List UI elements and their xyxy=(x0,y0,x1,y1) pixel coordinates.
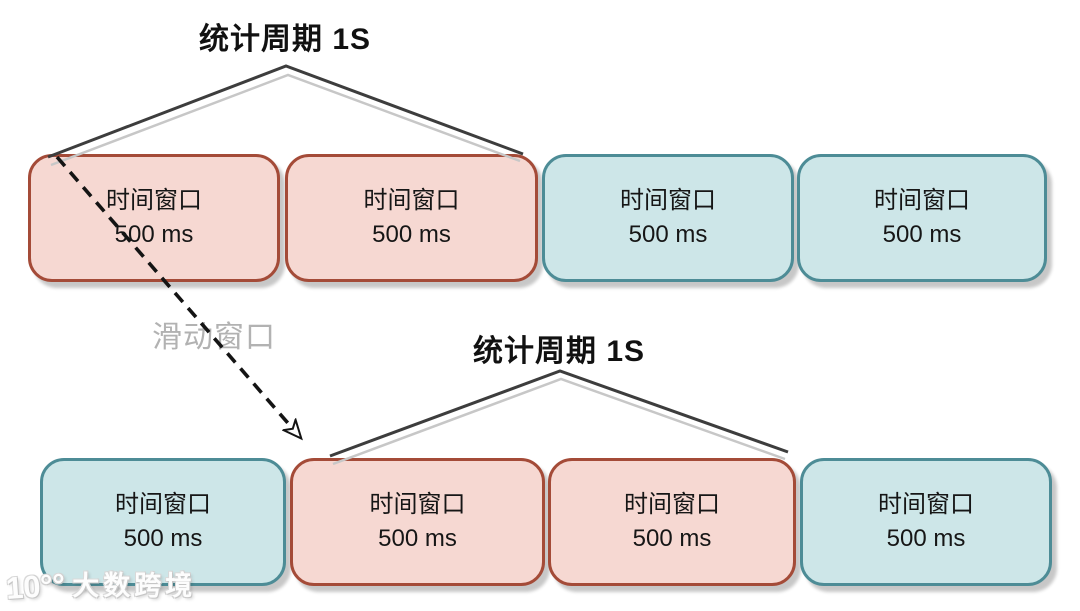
time-window-duration: 500 ms xyxy=(378,525,457,552)
time-window-label: 时间窗口 xyxy=(620,187,716,214)
stat-period-bracket-top-shadow xyxy=(50,73,521,167)
watermark-text: 大数跨境 xyxy=(72,571,197,601)
time-window-label: 时间窗口 xyxy=(106,187,202,214)
sliding-window-label: 滑动窗口 xyxy=(152,321,276,354)
time-window-label: 时间窗口 xyxy=(369,491,466,518)
time-window-box: 时间窗口 500 ms xyxy=(290,458,545,586)
time-window-box: 时间窗口 500 ms xyxy=(285,154,538,282)
time-window-duration: 500 ms xyxy=(628,221,708,248)
time-window-duration: 500 ms xyxy=(886,525,966,552)
time-window-duration: 500 ms xyxy=(123,525,203,552)
time-window-label: 时间窗口 xyxy=(874,187,970,214)
time-window-duration: 500 ms xyxy=(632,525,712,552)
time-window-label: 时间窗口 xyxy=(624,491,720,518)
time-window-box: 时间窗口 500 ms xyxy=(40,458,286,586)
stat-period-bracket-top xyxy=(47,64,524,159)
time-window-box: 时间窗口 500 ms xyxy=(800,458,1052,586)
watermark: 10°° 大数跨境 xyxy=(4,566,197,607)
time-window-duration: 500 ms xyxy=(882,221,962,248)
stat-period-title-top: 统计周期 1S xyxy=(198,23,372,56)
time-window-label: 时间窗口 xyxy=(363,187,460,214)
time-window-box: 时间窗口 500 ms xyxy=(542,154,794,282)
time-window-duration: 500 ms xyxy=(372,221,451,248)
time-window-box: 时间窗口 500 ms xyxy=(548,458,796,586)
stat-period-title-bottom: 统计周期 1S xyxy=(472,335,646,368)
stat-period-bracket-bottom-shadow xyxy=(332,377,786,466)
stat-period-bracket-bottom xyxy=(329,369,789,458)
time-window-box: 时间窗口 500 ms xyxy=(797,154,1047,282)
time-window-label: 时间窗口 xyxy=(115,491,211,518)
watermark-logo-icon: 10°° xyxy=(4,566,67,607)
time-window-duration: 500 ms xyxy=(114,221,194,248)
time-window-label: 时间窗口 xyxy=(878,491,974,518)
time-window-box: 时间窗口 500 ms xyxy=(28,154,280,282)
